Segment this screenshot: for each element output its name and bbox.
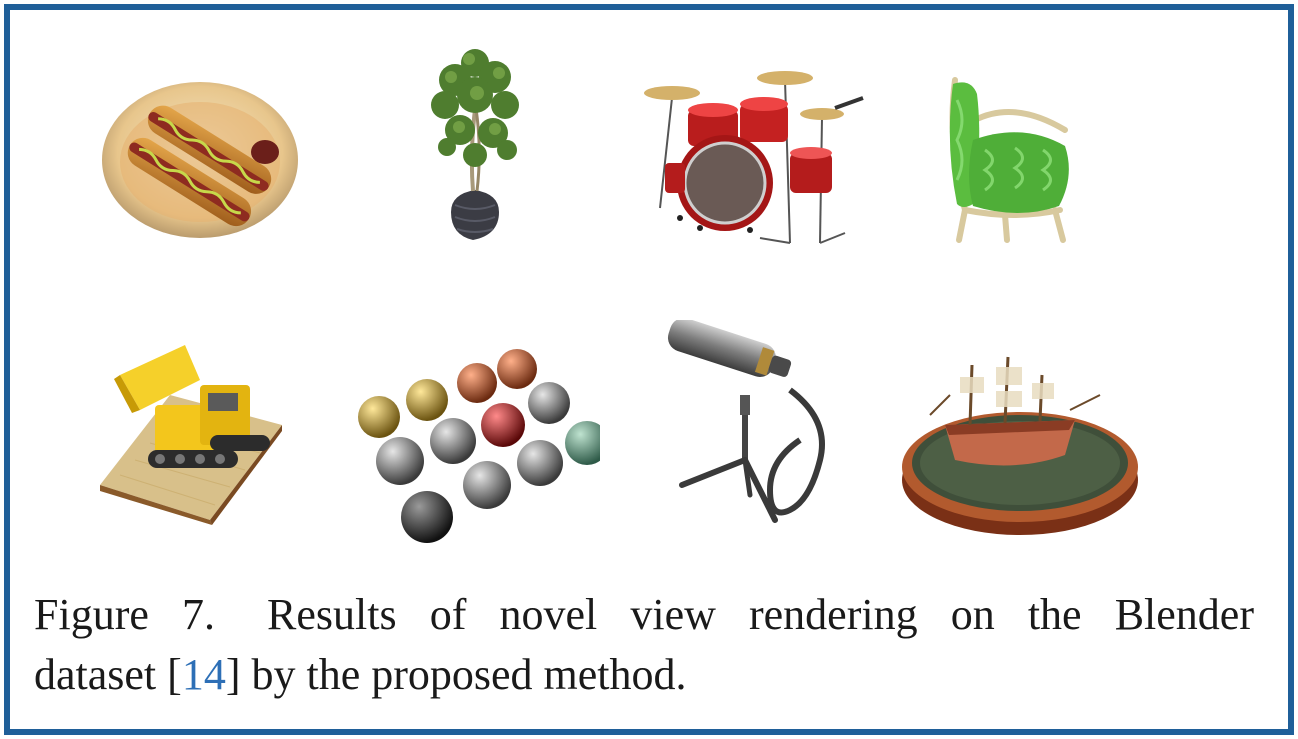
citation-link[interactable]: 14 xyxy=(181,650,226,699)
materials-render xyxy=(358,349,600,543)
mic-render xyxy=(667,320,825,523)
caption-line-1: Figure 7. Results of novel view rendering… xyxy=(34,585,1254,645)
lego-render xyxy=(100,345,282,525)
figure-caption: Figure 7. Results of novel view rendering… xyxy=(34,585,1254,705)
ship-render xyxy=(902,356,1138,535)
chair-render xyxy=(949,77,1069,243)
caption-text-2: dataset [ xyxy=(34,650,182,699)
caption-text-1: Results of novel view rendering on the B… xyxy=(267,590,1254,639)
ficus-render xyxy=(431,49,519,240)
caption-text-3: ] by the proposed method. xyxy=(225,650,687,699)
figure-label: Figure 7. xyxy=(34,590,215,639)
drums-render xyxy=(644,71,864,244)
hotdog-render xyxy=(102,82,298,238)
